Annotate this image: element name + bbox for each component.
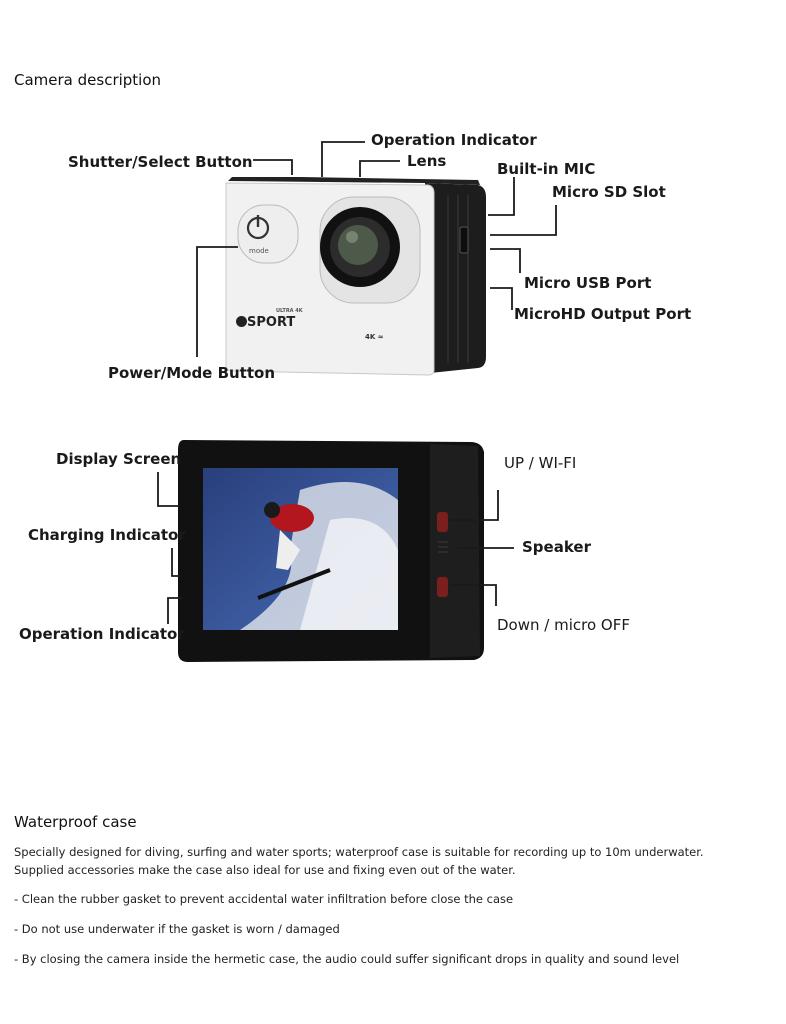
- callout-lens: Lens: [407, 152, 447, 170]
- front-camera-diagram: [196, 141, 557, 376]
- brand-logo: SPORT: [236, 315, 295, 330]
- screen-skier-pants: [276, 530, 300, 570]
- section-title-waterproof: Waterproof case: [14, 813, 137, 831]
- side-port: [459, 226, 469, 254]
- callout-builtin-mic: Built-in MIC: [497, 160, 596, 178]
- callout-operation-indicator-front: Operation Indicator: [371, 131, 537, 149]
- waterproof-bullet-2: - Do not use underwater if the gasket is…: [14, 922, 340, 936]
- fourk-text: 4K: [365, 333, 376, 341]
- brand-text: SPORT: [247, 315, 296, 330]
- camera-side-panel: [425, 183, 486, 373]
- lens-glass: [338, 225, 378, 265]
- back-camera-side: [430, 444, 480, 658]
- speaker-grille: [438, 541, 448, 553]
- callout-operation-indicator-back: Operation Indicator: [19, 625, 185, 643]
- callout-charging-indicator: Charging Indicator: [28, 526, 186, 544]
- up-wifi-button: [437, 512, 448, 532]
- camera-top-strip: [228, 177, 480, 185]
- mode-label: mode: [249, 247, 269, 255]
- down-off-button: [437, 577, 448, 597]
- callout-speaker: Speaker: [522, 538, 591, 556]
- waterproof-intro-line2: Supplied accessories make the case also …: [14, 863, 516, 877]
- callout-power-mode: Power/Mode Button: [108, 364, 276, 382]
- screen-snow-spray-2: [300, 518, 398, 630]
- section-title-camera: Camera description: [14, 71, 162, 89]
- ultra-4k-label: ULTRA 4K: [276, 308, 303, 314]
- back-camera-diagram: [157, 440, 514, 662]
- callout-micro-sd: Micro SD Slot: [552, 183, 666, 201]
- back-leader-lines: [157, 472, 514, 624]
- callout-display-screen: Display Screen: [56, 450, 182, 468]
- waterproof-intro: Specially designed for diving, surfing a…: [14, 843, 774, 879]
- wifi-icon: ≈: [377, 333, 384, 341]
- lens-reflection: [346, 231, 358, 243]
- waterproof-bullet-3: - By closing the camera inside the herme…: [14, 952, 680, 966]
- callout-down-off: Down / micro OFF: [497, 616, 630, 634]
- front-leader-lines: [196, 141, 557, 357]
- fourk-badge: 4K ≈: [365, 333, 384, 341]
- callout-shutter-select: Shutter/Select Button: [68, 153, 253, 171]
- callout-microhd: MicroHD Output Port: [514, 305, 692, 323]
- screen-skier-ski: [257, 568, 331, 600]
- screen-skier-jacket: [270, 504, 314, 532]
- side-grip-texture: [447, 195, 469, 363]
- waterproof-bullet-1: - Clean the rubber gasket to prevent acc…: [14, 892, 514, 906]
- callout-up-wifi: UP / WI-FI: [504, 454, 577, 472]
- brand-o-icon: [236, 316, 247, 327]
- callout-micro-usb: Micro USB Port: [524, 274, 652, 292]
- screen-skier-helmet: [264, 502, 280, 518]
- waterproof-intro-line1: Specially designed for diving, surfing a…: [14, 845, 704, 859]
